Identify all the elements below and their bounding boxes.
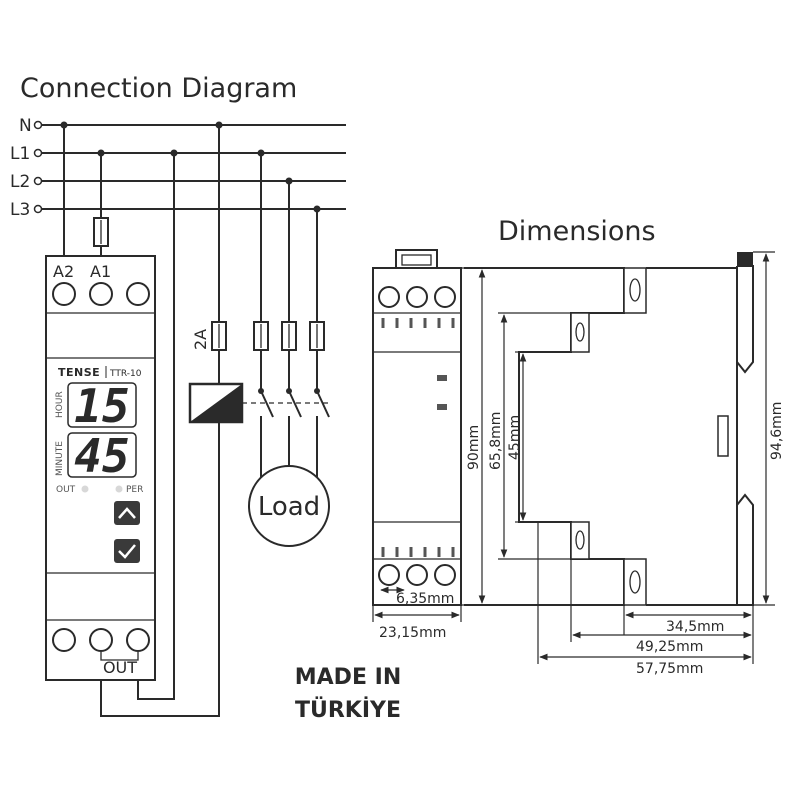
dim-front-width: 23,15mm (379, 625, 446, 641)
dimensions-title: Dimensions (498, 216, 656, 247)
confirm-button[interactable] (114, 539, 140, 563)
dim-depth-57-75: 57,75mm (636, 661, 703, 677)
out-terminal-label: OUT (103, 658, 137, 677)
minute-display (67, 432, 137, 478)
minute-display-value: 45 (74, 429, 129, 483)
terminal-screw-out-2 (126, 628, 150, 652)
contactor-coil-fill (190, 384, 242, 422)
bus-lines: N L1 L2 L3 (10, 116, 346, 220)
dim-height-65-8: 65,8mm (488, 412, 504, 470)
dim-terminal-pitch: 6,35mm (396, 591, 454, 607)
terminal-screw-a1 (89, 282, 113, 306)
fuse-rating-label: 2A (191, 329, 210, 350)
made-in-line-2: TÜRKİYE (295, 697, 401, 723)
connection-diagram-title: Connection Diagram (20, 73, 297, 104)
phase-contacts (253, 149, 330, 478)
out-led-label: OUT (56, 485, 76, 495)
front-view-drawing: 6,35mm 23,15mm (372, 249, 462, 641)
terminal-screw-top-3 (126, 282, 150, 306)
bus-l1-terminal-dot (33, 148, 43, 158)
bus-label-l3: L3 (10, 200, 30, 220)
side-view-drawing: 90mm 65,8mm 45mm 94,6mm 34,5mm 49,25mm 5… (461, 251, 785, 677)
bus-label-l1: L1 (10, 144, 30, 164)
hour-display (67, 382, 137, 428)
front-housing (372, 267, 462, 606)
model-label: TTR-10 (109, 369, 142, 379)
terminal-screw-out-1 (89, 628, 113, 652)
junction-dot (97, 149, 105, 157)
dim-height-45: 45mm (507, 415, 523, 460)
brand-logo: TENSE (58, 366, 100, 379)
din-clip-top (395, 249, 438, 268)
minute-label: MINUTE (55, 441, 65, 476)
dim-depth-49-25: 49,25mm (636, 639, 703, 655)
terminal-screw-a2 (52, 282, 76, 306)
load-symbol (248, 465, 330, 547)
timer-relay-device: A2 A1 TENSE TTR-10 HOUR 15 MINUTE 45 OUT… (45, 255, 156, 681)
wiring: 2A (60, 121, 330, 717)
hour-label: HOUR (55, 391, 65, 418)
out-led (81, 485, 89, 493)
dim-height-94-6: 94,6mm (769, 402, 785, 460)
per-led-label: PER (126, 485, 143, 495)
junction-dot (60, 121, 68, 129)
terminal-screw-bottom-1 (52, 628, 76, 652)
dim-height-90: 90mm (466, 425, 482, 470)
load-label: Load (258, 492, 320, 522)
bus-label-l2: L2 (10, 172, 30, 192)
bus-n-terminal-dot (33, 120, 43, 130)
chevron-up-icon (118, 507, 136, 519)
check-icon (118, 544, 136, 559)
made-in-line-1: MADE IN (295, 665, 401, 690)
dim-depth-34-5: 34,5mm (666, 619, 724, 635)
hour-display-value: 15 (74, 379, 129, 433)
bus-l3-terminal-dot (33, 204, 43, 214)
bus-label-n: N (19, 116, 32, 136)
bus-l2-terminal-dot (33, 176, 43, 186)
terminal-label-a2: A2 (53, 262, 74, 281)
terminal-label-a1: A1 (90, 262, 111, 281)
up-button[interactable] (114, 501, 140, 525)
per-led (115, 485, 123, 493)
